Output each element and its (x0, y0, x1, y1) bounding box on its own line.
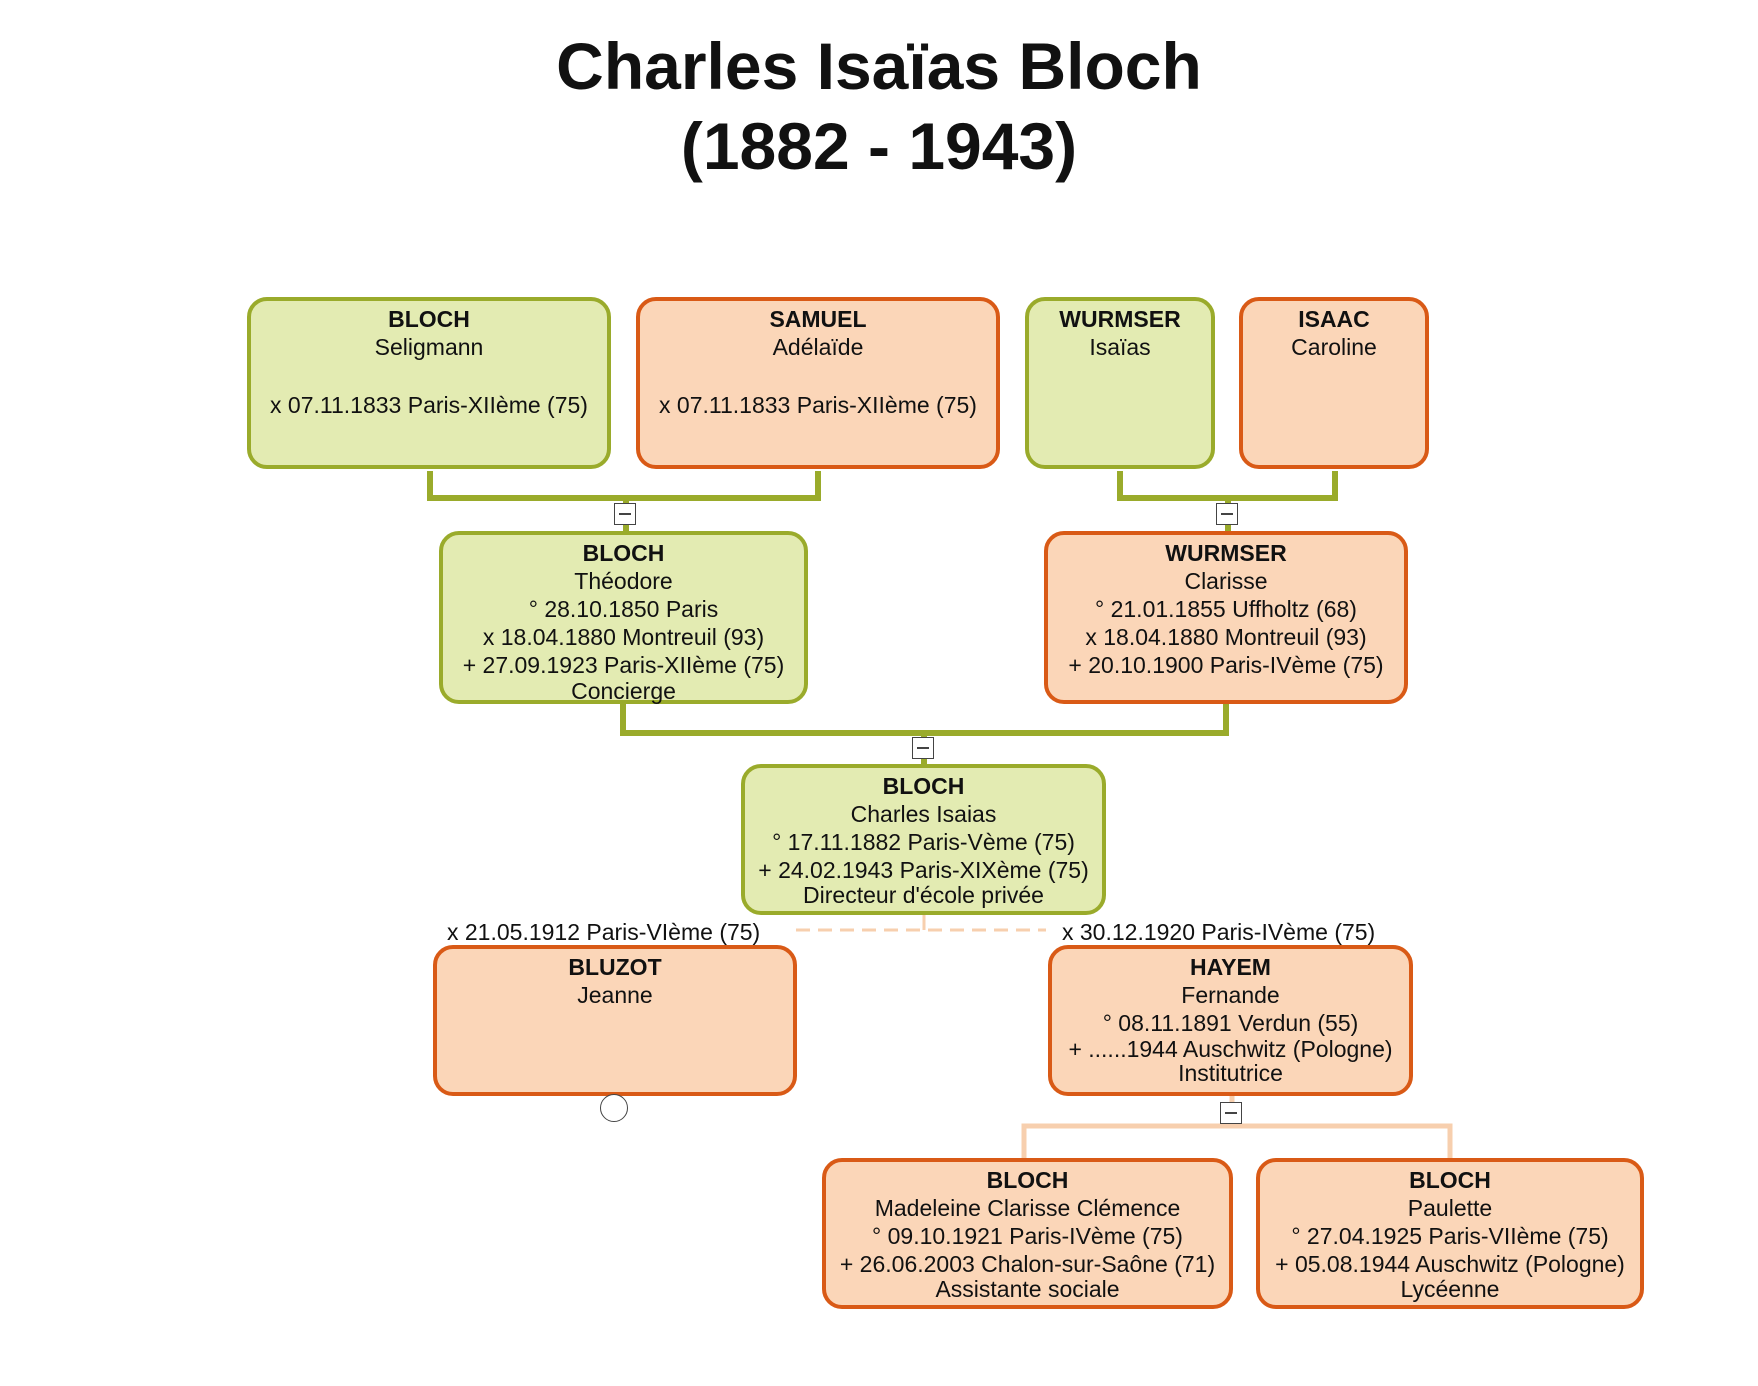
person-box-jeanne[interactable]: BLUZOT Jeanne (433, 945, 797, 1096)
person-given-name: Madeleine Clarisse Clémence (874, 1195, 1181, 1221)
person-given-name: Paulette (1407, 1195, 1493, 1221)
person-box-theodore[interactable]: BLOCH Théodore ° 28.10.1850 Paris x 18.0… (439, 531, 808, 704)
title-name: Charles Isaïas Bloch (556, 29, 1202, 103)
person-box-fernande[interactable]: HAYEM Fernande ° 08.11.1891 Verdun (55) … (1048, 945, 1413, 1096)
person-surname: WURMSER (1165, 540, 1287, 566)
person-birth: ° 21.01.1855 Uffholtz (68) (1095, 596, 1357, 622)
person-death: + 05.08.1944 Auschwitz (Pologne) (1275, 1251, 1625, 1277)
person-occupation: Lycéenne (1400, 1276, 1500, 1302)
person-box-charles[interactable]: BLOCH Charles Isaias ° 17.11.1882 Paris-… (741, 764, 1106, 915)
person-box-adelaide[interactable]: SAMUEL Adélaïde x 07.11.1833 Paris-XIIèm… (636, 297, 1000, 469)
person-death: + ......1944 Auschwitz (Pologne) (1068, 1036, 1393, 1062)
person-box-isaias[interactable]: WURMSER Isaïas (1025, 297, 1215, 469)
person-surname: BLOCH (388, 306, 470, 332)
person-occupation: Assistante sociale (935, 1276, 1120, 1302)
collapse-toggle-icon[interactable] (912, 737, 934, 759)
collapse-toggle-icon[interactable] (614, 503, 636, 525)
person-birth: ° 17.11.1882 Paris-Vème (75) (772, 829, 1075, 855)
person-given-name: Caroline (1291, 334, 1377, 360)
person-surname: BLOCH (582, 540, 665, 566)
person-death: + 20.10.1900 Paris-IVème (75) (1068, 652, 1384, 678)
person-surname: BLOCH (1409, 1167, 1491, 1193)
person-occupation: Directeur d'école privée (803, 882, 1044, 908)
person-marriage: x 18.04.1880 Montreuil (93) (1085, 624, 1367, 650)
connector-parents (620, 704, 1229, 736)
person-surname: BLOCH (986, 1167, 1069, 1193)
person-given-name: Clarisse (1184, 568, 1268, 594)
person-surname: BLOCH (882, 773, 965, 799)
person-birth: ° 08.11.1891 Verdun (55) (1102, 1010, 1359, 1036)
person-surname: WURMSER (1059, 306, 1181, 332)
person-birth: ° 09.10.1921 Paris-IVème (75) (872, 1223, 1183, 1249)
person-birth: ° 27.04.1925 Paris-VIIème (75) (1291, 1223, 1609, 1249)
person-box-paulette[interactable]: BLOCH Paulette ° 27.04.1925 Paris-VIIème… (1256, 1158, 1644, 1309)
person-given-name: Théodore (574, 568, 673, 594)
person-box-seligmann[interactable]: BLOCH Seligmann x 07.11.1833 Paris-XIIèm… (247, 297, 611, 469)
connector-daughters (1021, 1123, 1453, 1160)
person-death: + 26.06.2003 Chalon-sur-Saône (71) (839, 1251, 1216, 1277)
person-given-name: Isaïas (1089, 334, 1151, 360)
collapse-toggle-icon[interactable] (1216, 503, 1238, 525)
person-occupation: Concierge (571, 678, 676, 704)
person-box-madeleine[interactable]: BLOCH Madeleine Clarisse Clémence ° 09.1… (822, 1158, 1233, 1309)
connector-maternal-grandparents (1117, 471, 1338, 501)
person-given-name: Fernande (1181, 982, 1280, 1008)
marriage-label-second: x 30.12.1920 Paris-IVème (75) (1062, 919, 1376, 945)
person-surname: HAYEM (1190, 954, 1271, 980)
person-marriage: x 07.11.1833 Paris-XIIème (75) (659, 392, 977, 418)
person-given-name: Adélaïde (772, 334, 864, 360)
person-death: + 24.02.1943 Paris-XIXème (75) (758, 857, 1089, 883)
person-marriage: x 07.11.1833 Paris-XIIème (75) (270, 392, 588, 418)
collapse-toggle-icon[interactable] (1220, 1102, 1242, 1124)
person-surname: SAMUEL (769, 306, 867, 332)
title-dates: (1882 - 1943) (680, 109, 1078, 183)
person-given-name: Jeanne (577, 982, 653, 1008)
page-title: Charles Isaïas Bloch (1882 - 1943) (0, 26, 1758, 186)
person-marriage: x 18.04.1880 Montreuil (93) (482, 624, 765, 650)
person-box-clarisse[interactable]: WURMSER Clarisse ° 21.01.1855 Uffholtz (… (1044, 531, 1408, 704)
person-given-name: Seligmann (374, 334, 484, 360)
marriage-label-first: x 21.05.1912 Paris-VIème (75) (447, 919, 761, 945)
no-children-marker-icon[interactable] (600, 1094, 628, 1122)
person-surname: ISAAC (1298, 306, 1370, 332)
person-given-name: Charles Isaias (850, 801, 997, 827)
person-occupation: Institutrice (1178, 1060, 1283, 1086)
person-surname: BLUZOT (568, 954, 662, 980)
person-birth: ° 28.10.1850 Paris (528, 596, 719, 622)
person-death: + 27.09.1923 Paris-XIIème (75) (462, 652, 785, 678)
person-box-caroline[interactable]: ISAAC Caroline (1239, 297, 1429, 469)
connector-paternal-grandparents (427, 471, 821, 501)
